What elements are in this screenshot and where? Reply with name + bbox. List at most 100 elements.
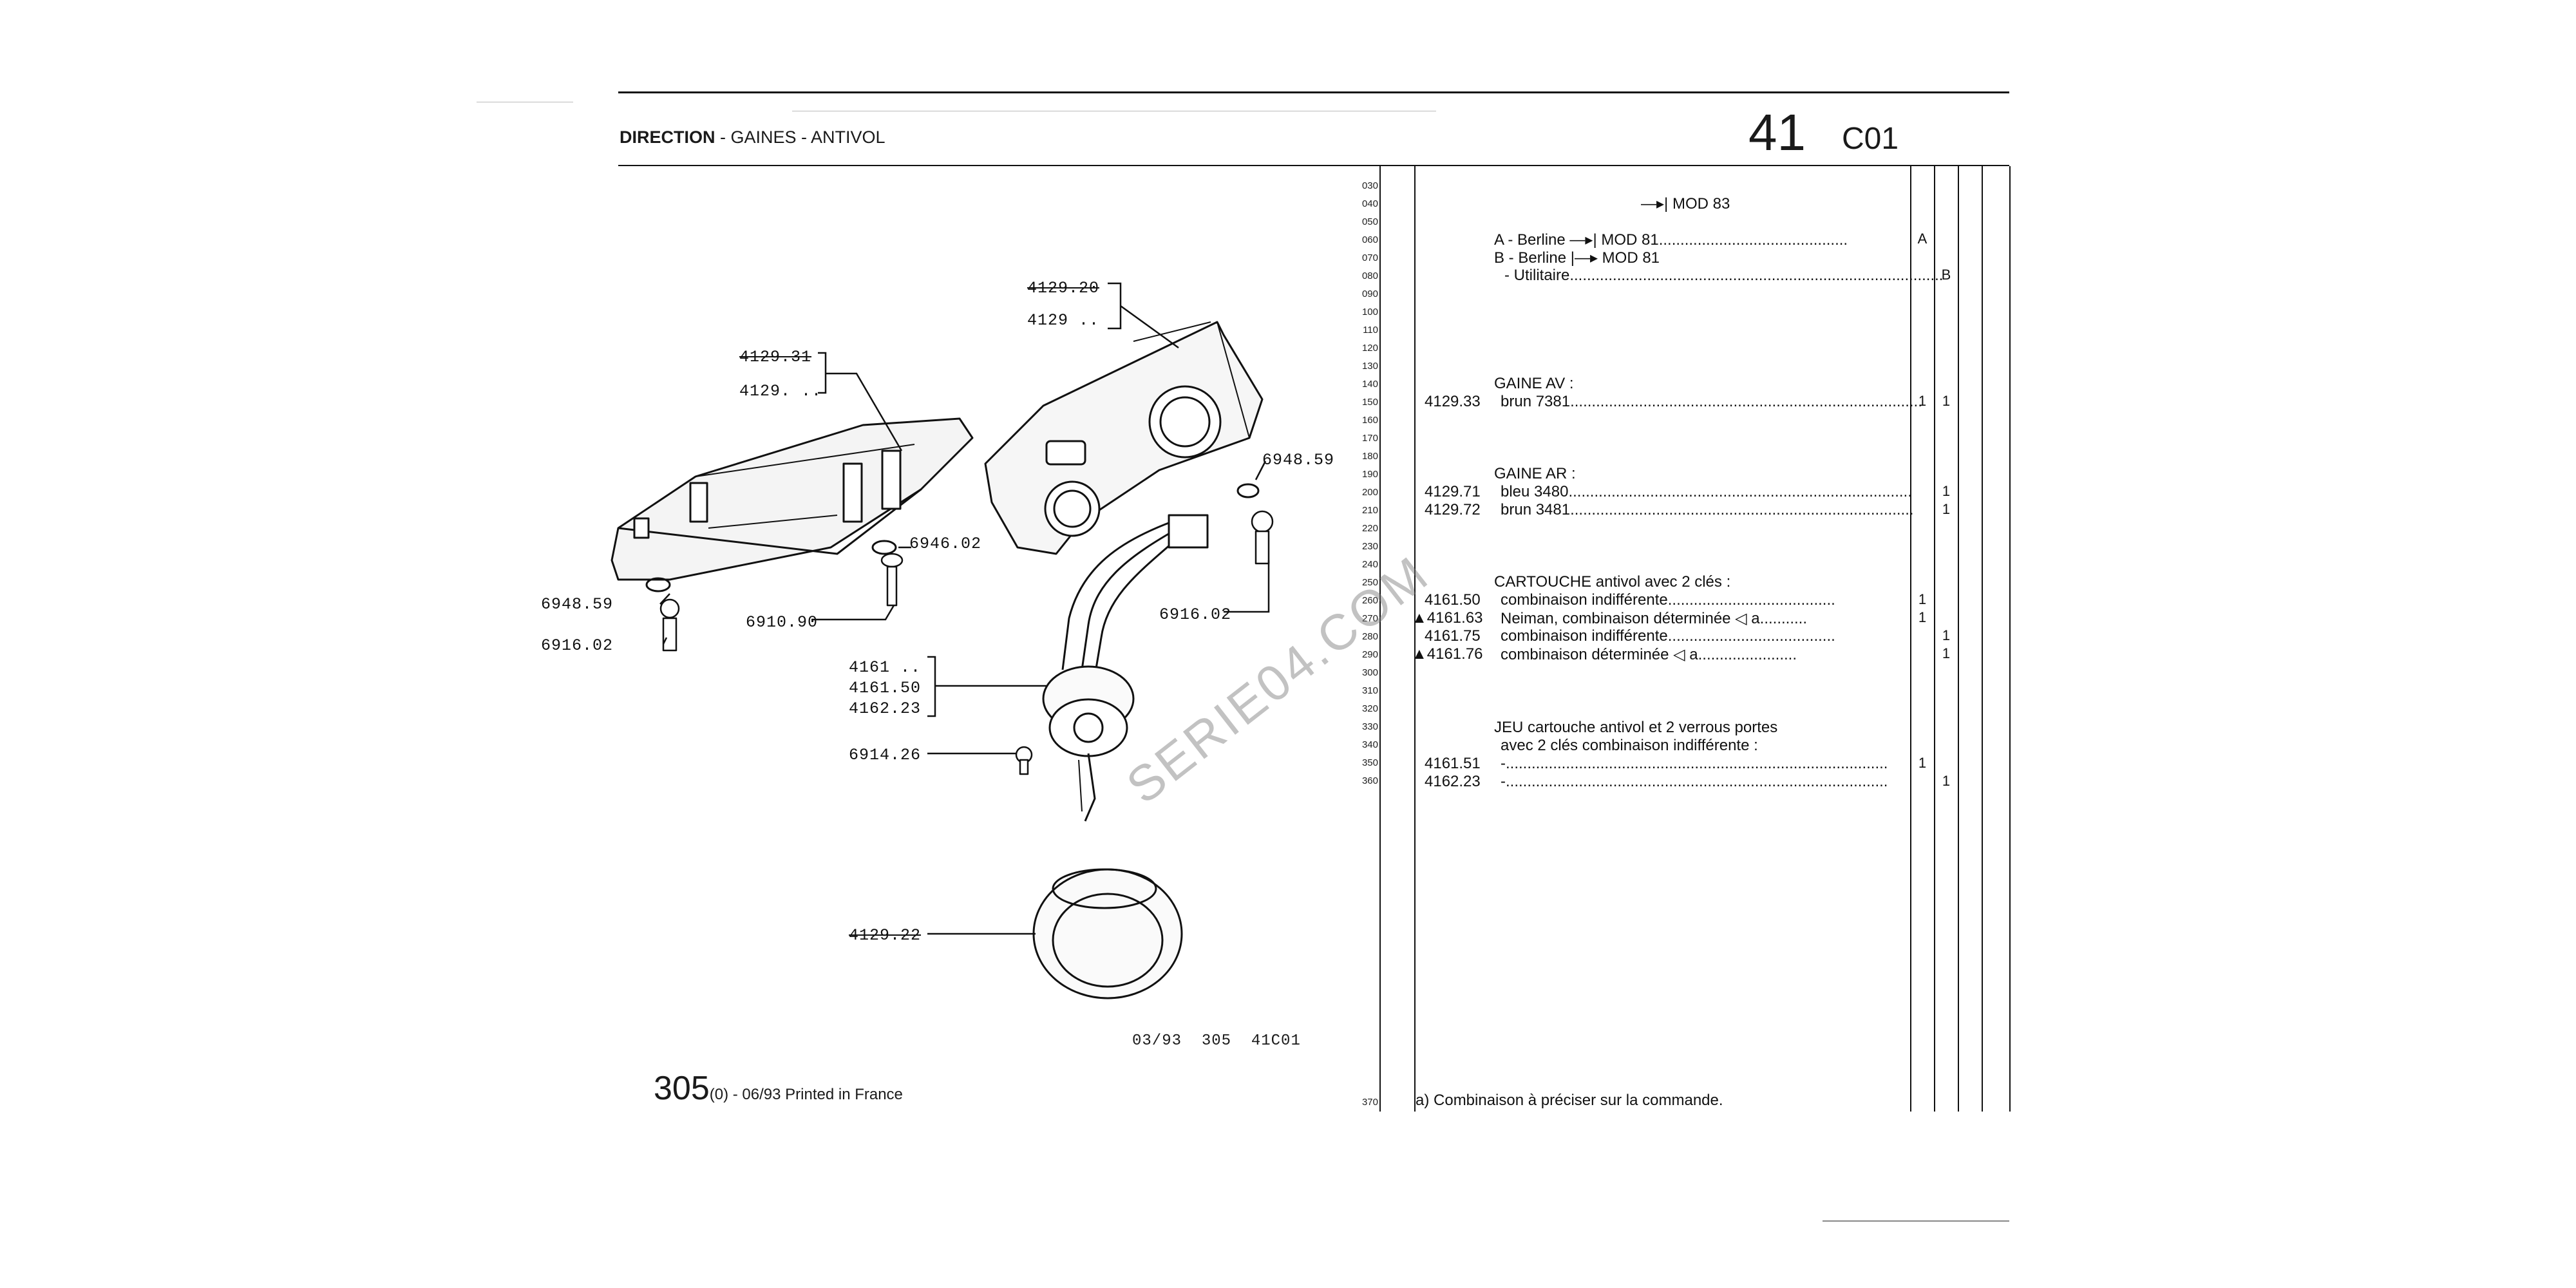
line-number: 370 xyxy=(1361,1097,1378,1108)
dot-leader: ........................................… xyxy=(1570,501,1914,518)
col-a-marker: A xyxy=(1917,231,1927,247)
new-part-marker-icon: ▲ xyxy=(1412,609,1427,627)
part-desc: combinaison déterminée ◁ a xyxy=(1501,646,1698,663)
berline-a-row: A - Berline —▸| MOD 81..................… xyxy=(1494,231,1848,249)
qty-b: 1 xyxy=(1942,645,1951,661)
part-desc-row: brun 7381...............................… xyxy=(1501,393,1922,411)
line-number: 040 xyxy=(1361,198,1378,209)
label-4129-31: 4129.31 xyxy=(739,348,812,366)
part-ref: 4161.76 xyxy=(1426,645,1483,663)
qty-b: 1 xyxy=(1942,773,1951,789)
ring-part xyxy=(1032,868,1183,999)
line-number: 150 xyxy=(1361,397,1378,408)
grid-line-4 xyxy=(1934,166,1935,1112)
line-number: 350 xyxy=(1361,757,1378,768)
label-4129-22: 4129.22 xyxy=(849,926,922,945)
berline-b-mod: MOD 81 xyxy=(1602,249,1660,267)
label-4129-20: 4129.20 xyxy=(1027,279,1100,298)
label-6916-02-left: 6916.02 xyxy=(541,636,614,655)
part-desc: bleu 3480 xyxy=(1501,483,1569,500)
line-number: 300 xyxy=(1361,667,1378,678)
dot-leader: ........................................… xyxy=(1570,393,1922,410)
berline-a-label: A - Berline xyxy=(1494,231,1566,249)
line-number: 180 xyxy=(1361,451,1378,462)
line-number: 270 xyxy=(1361,613,1378,624)
qty-b: 1 xyxy=(1942,393,1951,409)
grid-line-2 xyxy=(1414,166,1416,1112)
label-4129b: 4129. .. xyxy=(739,382,822,401)
arrow-bar-icon: —▸| xyxy=(1569,231,1602,249)
part-ref: 4161.50 xyxy=(1425,591,1481,609)
line-number: 260 xyxy=(1361,595,1378,606)
part-desc: brun 3481 xyxy=(1501,501,1571,518)
label-6948-59-left: 6948.59 xyxy=(541,595,614,614)
dot-leader: ........................................… xyxy=(1569,267,1944,284)
footer-model: 305 xyxy=(654,1070,710,1107)
part-ref: 4161.51 xyxy=(1425,755,1481,772)
header-bottom-rule xyxy=(618,165,2009,166)
line-number: 210 xyxy=(1361,505,1378,516)
dot-leader: ........................................… xyxy=(1506,773,1888,790)
label-6916-02-right: 6916.02 xyxy=(1159,605,1232,624)
part-desc-row: bleu 3480...............................… xyxy=(1501,483,1912,501)
qty-a: 1 xyxy=(1918,609,1927,625)
part-desc-row: combinaison indifférente................… xyxy=(1501,627,1835,645)
label-4161: 4161 .. xyxy=(849,658,922,677)
line-number: 290 xyxy=(1361,649,1378,660)
line-number: 160 xyxy=(1361,415,1378,426)
part-desc: brun 7381 xyxy=(1501,393,1571,410)
dot-leader: ....................... xyxy=(1698,646,1797,663)
screw-6916-left xyxy=(659,598,680,652)
line-number: 110 xyxy=(1363,325,1378,336)
part-desc-row: -.......................................… xyxy=(1501,773,1888,791)
part-ref: 4129.71 xyxy=(1425,483,1481,500)
grid-line-1 xyxy=(1379,166,1381,1112)
washer-6948-left xyxy=(645,577,671,592)
line-number: 340 xyxy=(1361,739,1378,750)
grid-line-5 xyxy=(1958,166,1959,1112)
label-4162-23: 4162.23 xyxy=(849,699,922,718)
part-ref-row: ▲4161.63 xyxy=(1412,609,1483,627)
part-desc: combinaison indifférente xyxy=(1501,627,1668,645)
line-number: 200 xyxy=(1361,487,1378,498)
grid-line-7 xyxy=(2009,166,2011,1112)
lock-cylinder-part xyxy=(1042,665,1135,822)
berline-b-row: B - Berline |—▸ MOD 81 xyxy=(1494,249,1660,267)
exploded-parts-diagram xyxy=(611,282,1274,999)
label-6914-26: 6914.26 xyxy=(849,746,922,764)
line-number: 090 xyxy=(1361,289,1378,299)
line-number: 190 xyxy=(1361,469,1378,480)
page-title: DIRECTION - GAINES - ANTIVOL xyxy=(620,128,886,147)
line-number: 030 xyxy=(1361,180,1378,191)
footnote: a) Combinaison à préciser sur la command… xyxy=(1416,1092,1723,1109)
line-number: 240 xyxy=(1361,559,1378,570)
screw-6916-right xyxy=(1251,510,1274,565)
footer-edition: 305(0) - 06/93 Printed in France xyxy=(654,1069,903,1108)
washer-6946 xyxy=(871,540,897,555)
line-number: 320 xyxy=(1361,703,1378,714)
bar-arrow-icon: |—▸ xyxy=(1570,249,1602,267)
qty-a: 1 xyxy=(1918,393,1927,409)
utilitaire-row: - Utilitaire............................… xyxy=(1504,267,1943,285)
part-desc-row: Neiman, combinaison déterminée ◁ a......… xyxy=(1501,609,1807,628)
line-number: 230 xyxy=(1361,541,1378,552)
part-ref: 4162.23 xyxy=(1425,773,1481,790)
screw-6914 xyxy=(1015,746,1033,775)
upper-shroud-part xyxy=(984,321,1264,555)
qty-b: 1 xyxy=(1942,501,1951,517)
jeu-heading-line-2: avec 2 clés combinaison indifférente : xyxy=(1501,737,1758,754)
footer-edition-text: (0) - 06/93 Printed in France xyxy=(709,1086,903,1103)
mod-row: —▸| MOD 83 xyxy=(1641,194,1730,213)
part-desc-row: combinaison déterminée ◁ a..............… xyxy=(1501,645,1797,664)
drawing-reference: 03/93 305 41C01 xyxy=(1132,1032,1301,1050)
part-desc: - xyxy=(1501,773,1506,790)
part-desc-row: combinaison indifférente................… xyxy=(1501,591,1835,609)
dot-leader: ........................................… xyxy=(1658,231,1848,249)
arrow-bar-icon: —▸| xyxy=(1641,195,1672,213)
line-number: 130 xyxy=(1361,361,1378,372)
berline-a-mod: MOD 81 xyxy=(1601,231,1659,249)
grid-line-6 xyxy=(1982,166,1983,1112)
line-number: 100 xyxy=(1361,307,1378,317)
part-desc-row: brun 3481...............................… xyxy=(1501,501,1914,519)
section-code: C01 xyxy=(1842,122,1899,156)
